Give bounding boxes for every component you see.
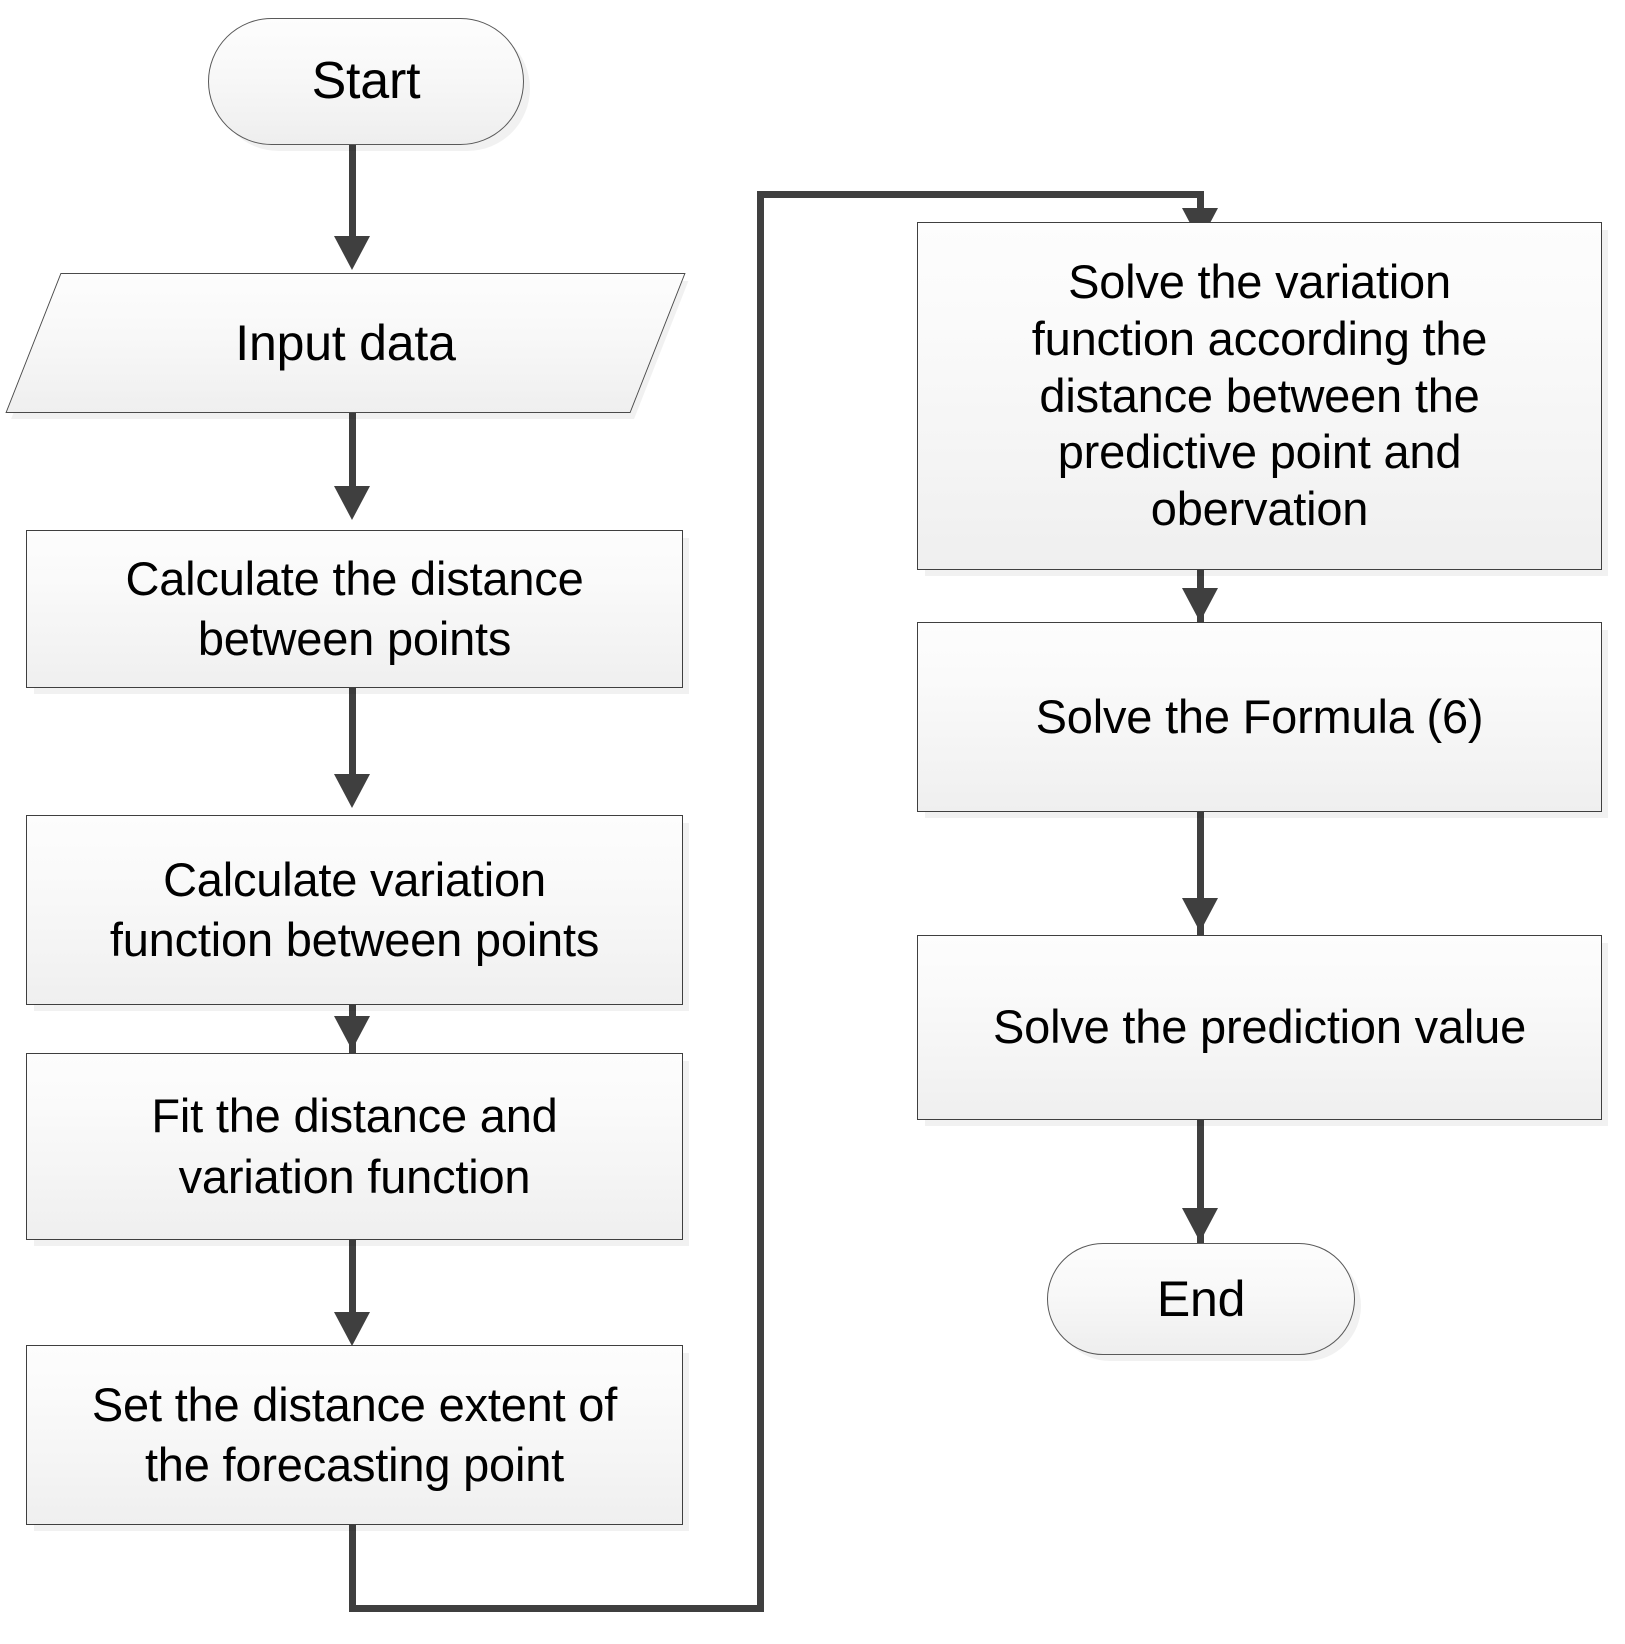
node-input-data-label: Input data [235, 315, 456, 371]
edge-fit-to-setextent [349, 1236, 356, 1318]
edge-prediction-to-end [1197, 1116, 1204, 1246]
node-end[interactable]: End [1047, 1243, 1355, 1355]
edge-loop-segment-up [757, 191, 764, 1612]
edge-formula-to-prediction-arrow [1182, 898, 1218, 932]
node-calculate-variation-label: Calculate variation function between poi… [109, 852, 600, 966]
edge-loop-segment-down [349, 1520, 356, 1612]
node-input-data[interactable]: Input data [5, 273, 686, 413]
edge-calcdistance-to-calcvariation-arrow [334, 774, 370, 808]
node-calculate-distance[interactable]: Calculate the distance between points [26, 530, 683, 688]
node-solve-prediction-value-label: Solve the prediction value [992, 1000, 1527, 1054]
node-fit-distance-variation[interactable]: Fit the distance and variation function [26, 1053, 683, 1240]
edge-fit-to-setextent-arrow [334, 1312, 370, 1346]
edge-start-to-input-arrow [334, 236, 370, 270]
edge-calcvariation-to-fit-arrow [334, 1016, 370, 1050]
node-start[interactable]: Start [208, 18, 524, 145]
node-solve-formula-label: Solve the Formula (6) [1035, 689, 1484, 743]
edge-formula-to-prediction [1197, 808, 1204, 936]
node-calculate-distance-label: Calculate the distance between points [125, 551, 584, 665]
node-solve-variation-function[interactable]: Solve the variation function according t… [917, 222, 1602, 570]
node-start-label: Start [311, 52, 421, 111]
edge-loop-segment-bottom [349, 1605, 764, 1612]
node-set-distance-extent-label: Set the distance extent of the forecasti… [91, 1377, 618, 1491]
node-fit-distance-variation-label: Fit the distance and variation function [151, 1089, 558, 1203]
edge-loop-segment-top [757, 191, 1204, 198]
node-end-label: End [1156, 1271, 1246, 1327]
node-solve-formula[interactable]: Solve the Formula (6) [917, 622, 1602, 812]
edge-start-to-input [349, 140, 356, 240]
node-set-distance-extent[interactable]: Set the distance extent of the forecasti… [26, 1345, 683, 1525]
node-solve-variation-function-label: Solve the variation function according t… [1031, 254, 1488, 536]
edge-calcdistance-to-calcvariation [349, 684, 356, 779]
node-calculate-variation[interactable]: Calculate variation function between poi… [26, 815, 683, 1005]
edge-loop-segment-enter [1197, 191, 1204, 217]
edge-input-to-calcdistance-arrow [334, 486, 370, 520]
edge-solvevariation-to-formula-arrow [1182, 588, 1218, 622]
edge-prediction-to-end-arrow [1182, 1208, 1218, 1242]
node-solve-prediction-value[interactable]: Solve the prediction value [917, 935, 1602, 1120]
edge-input-to-calcdistance [349, 408, 356, 490]
